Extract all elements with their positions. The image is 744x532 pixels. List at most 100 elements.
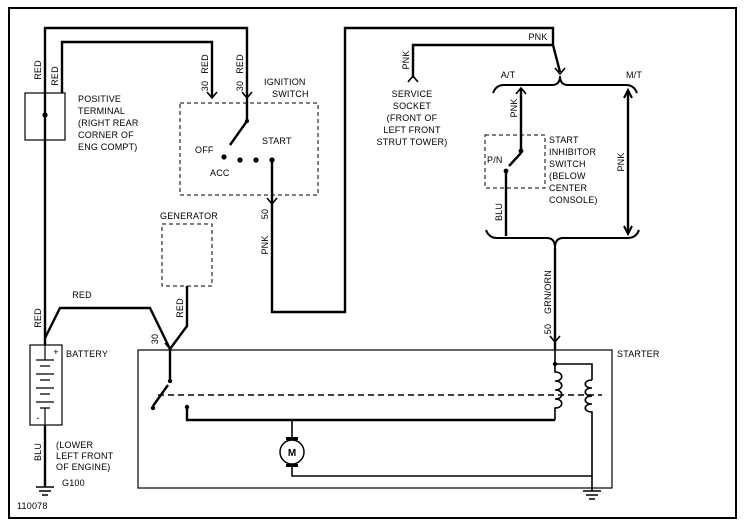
battery-plus-sign: + <box>53 347 58 357</box>
wire-label-red: RED <box>235 54 245 74</box>
inhibitor-switch-contact <box>503 168 509 174</box>
wire-red-battery-to-starter <box>43 306 172 350</box>
manual-trans-label: M/T <box>626 70 642 80</box>
battery-box <box>29 344 63 426</box>
positive-terminal-junction <box>42 112 48 118</box>
engine-ground-id: G100 <box>62 478 85 488</box>
starter-label: STARTER <box>617 349 660 359</box>
wire-label-red: RED <box>175 298 185 318</box>
generator-label: GENERATOR <box>160 211 218 221</box>
positive-terminal-label: CORNER OF <box>78 130 134 140</box>
service-socket-label: (FRONT OF <box>387 113 438 123</box>
service-socket-label: LEFT FRONT <box>383 125 441 135</box>
start-inhibitor-switch-label: SWITCH <box>549 159 586 169</box>
wire-label-red: RED <box>72 290 92 300</box>
ignition-position-start: START <box>262 136 292 146</box>
connector-service-socket <box>407 74 419 83</box>
start-inhibitor-switch-label: INHIBITOR <box>549 147 596 157</box>
terminal-number: 30 <box>200 81 210 91</box>
start-inhibitor-switch-label: CONSOLE) <box>549 195 598 205</box>
ignition-switch-title: SWITCH <box>272 89 309 99</box>
motor-ground-return <box>291 467 592 477</box>
wire-label-pnk: PNK <box>528 32 547 42</box>
wire-label-red: RED <box>33 308 43 328</box>
positive-terminal-box <box>24 92 66 141</box>
ignition-switch-title: IGNITION <box>264 77 306 87</box>
start-inhibitor-switch-label: START <box>549 135 579 145</box>
connector-ignition-start <box>266 197 278 206</box>
inhibitor-switch-blade <box>508 152 522 167</box>
battery-cells <box>36 345 54 425</box>
ignition-position-off: OFF <box>195 145 214 155</box>
ignition-contact-off <box>221 154 227 160</box>
connector-bracket-feed <box>554 67 566 76</box>
solenoid-contact-battery <box>167 378 173 384</box>
ignition-contact-run <box>253 157 259 163</box>
wire-label-pnk: PNK <box>260 235 270 254</box>
battery-label: BATTERY <box>66 349 108 359</box>
inhibitor-position-label: P/N <box>487 155 503 165</box>
ignition-switch-box <box>179 102 319 196</box>
wire-label-blu: BLU <box>33 443 43 461</box>
wire-red-positive-to-ignition-left <box>60 40 214 97</box>
wire-red-positive-to-ignition-right <box>43 26 249 345</box>
lower-bracket <box>485 229 640 249</box>
service-socket-label: SOCKET <box>393 101 432 111</box>
solenoid-blade-pivot <box>150 405 156 411</box>
hold-in-coil <box>584 379 593 491</box>
battery-minus-sign: - <box>36 413 39 423</box>
start-inhibitor-switch-label: (BELOW <box>549 171 586 181</box>
motor-feed-wire <box>185 407 555 422</box>
manual-trans-top-arrow <box>623 87 633 99</box>
service-socket-label: STRUT TOWER) <box>377 137 448 147</box>
manual-trans-bottom-arrow <box>623 225 633 237</box>
hold-in-coil-feed <box>555 363 593 380</box>
positive-terminal-label: ENG COMPT) <box>78 142 138 152</box>
wire-label-red: RED <box>200 54 210 74</box>
engine-ground-icon <box>36 486 54 496</box>
wire-label-blu: BLU <box>494 203 504 221</box>
positive-terminal-label: (RIGHT REAR <box>78 118 139 128</box>
connector-starter-control <box>549 335 561 344</box>
ignition-switch-blade <box>229 120 248 146</box>
wire-label-red: RED <box>50 66 60 86</box>
wire-label-pnk: PNK <box>616 152 626 171</box>
starter-ground-icon <box>583 490 601 500</box>
terminal-number: 50 <box>260 209 270 219</box>
ignition-contact-start <box>269 157 275 163</box>
ignition-contact-acc <box>237 157 243 163</box>
positive-terminal-label: POSITIVE <box>78 94 121 104</box>
engine-ground-location: OF ENGINE) <box>56 462 111 472</box>
pull-in-coil <box>554 350 563 420</box>
terminal-number: 50 <box>543 324 553 334</box>
starter-box <box>137 349 613 489</box>
wire-label-pnk: PNK <box>509 98 519 117</box>
positive-terminal-label: TERMINAL <box>78 106 125 116</box>
auto-trans-label: A/T <box>501 70 516 80</box>
engine-ground-location: (LOWER <box>56 440 94 450</box>
motor-brush-top <box>286 437 298 440</box>
engine-ground-location: LEFT FRONT <box>56 451 114 461</box>
start-inhibitor-switch-label: CENTER <box>549 183 588 193</box>
connector-ignition-left <box>206 91 218 100</box>
wire-label-grn-orn: GRN/ORN <box>543 270 553 314</box>
upper-bracket <box>492 75 638 94</box>
wire-red-generator-to-starter <box>169 286 189 350</box>
terminal-number: 30 <box>235 81 245 91</box>
motor-brush-bottom <box>286 464 298 467</box>
generator-box <box>161 223 213 287</box>
starter-motor-label: M <box>288 448 296 459</box>
wire-pnk-service-socket <box>411 43 553 78</box>
wire-label-red: RED <box>33 60 43 80</box>
connector-auto-trans <box>515 86 527 95</box>
ignition-position-acc: ACC <box>210 168 230 178</box>
start-inhibitor-switch-box <box>484 134 546 189</box>
wire-label-pnk: PNK <box>401 50 411 69</box>
figure-id: 110078 <box>17 501 48 511</box>
service-socket-label: SERVICE <box>392 89 433 99</box>
diagram-frame <box>8 7 737 519</box>
terminal-number: 30 <box>150 334 160 344</box>
inhibitor-switch-pivot <box>518 148 524 154</box>
